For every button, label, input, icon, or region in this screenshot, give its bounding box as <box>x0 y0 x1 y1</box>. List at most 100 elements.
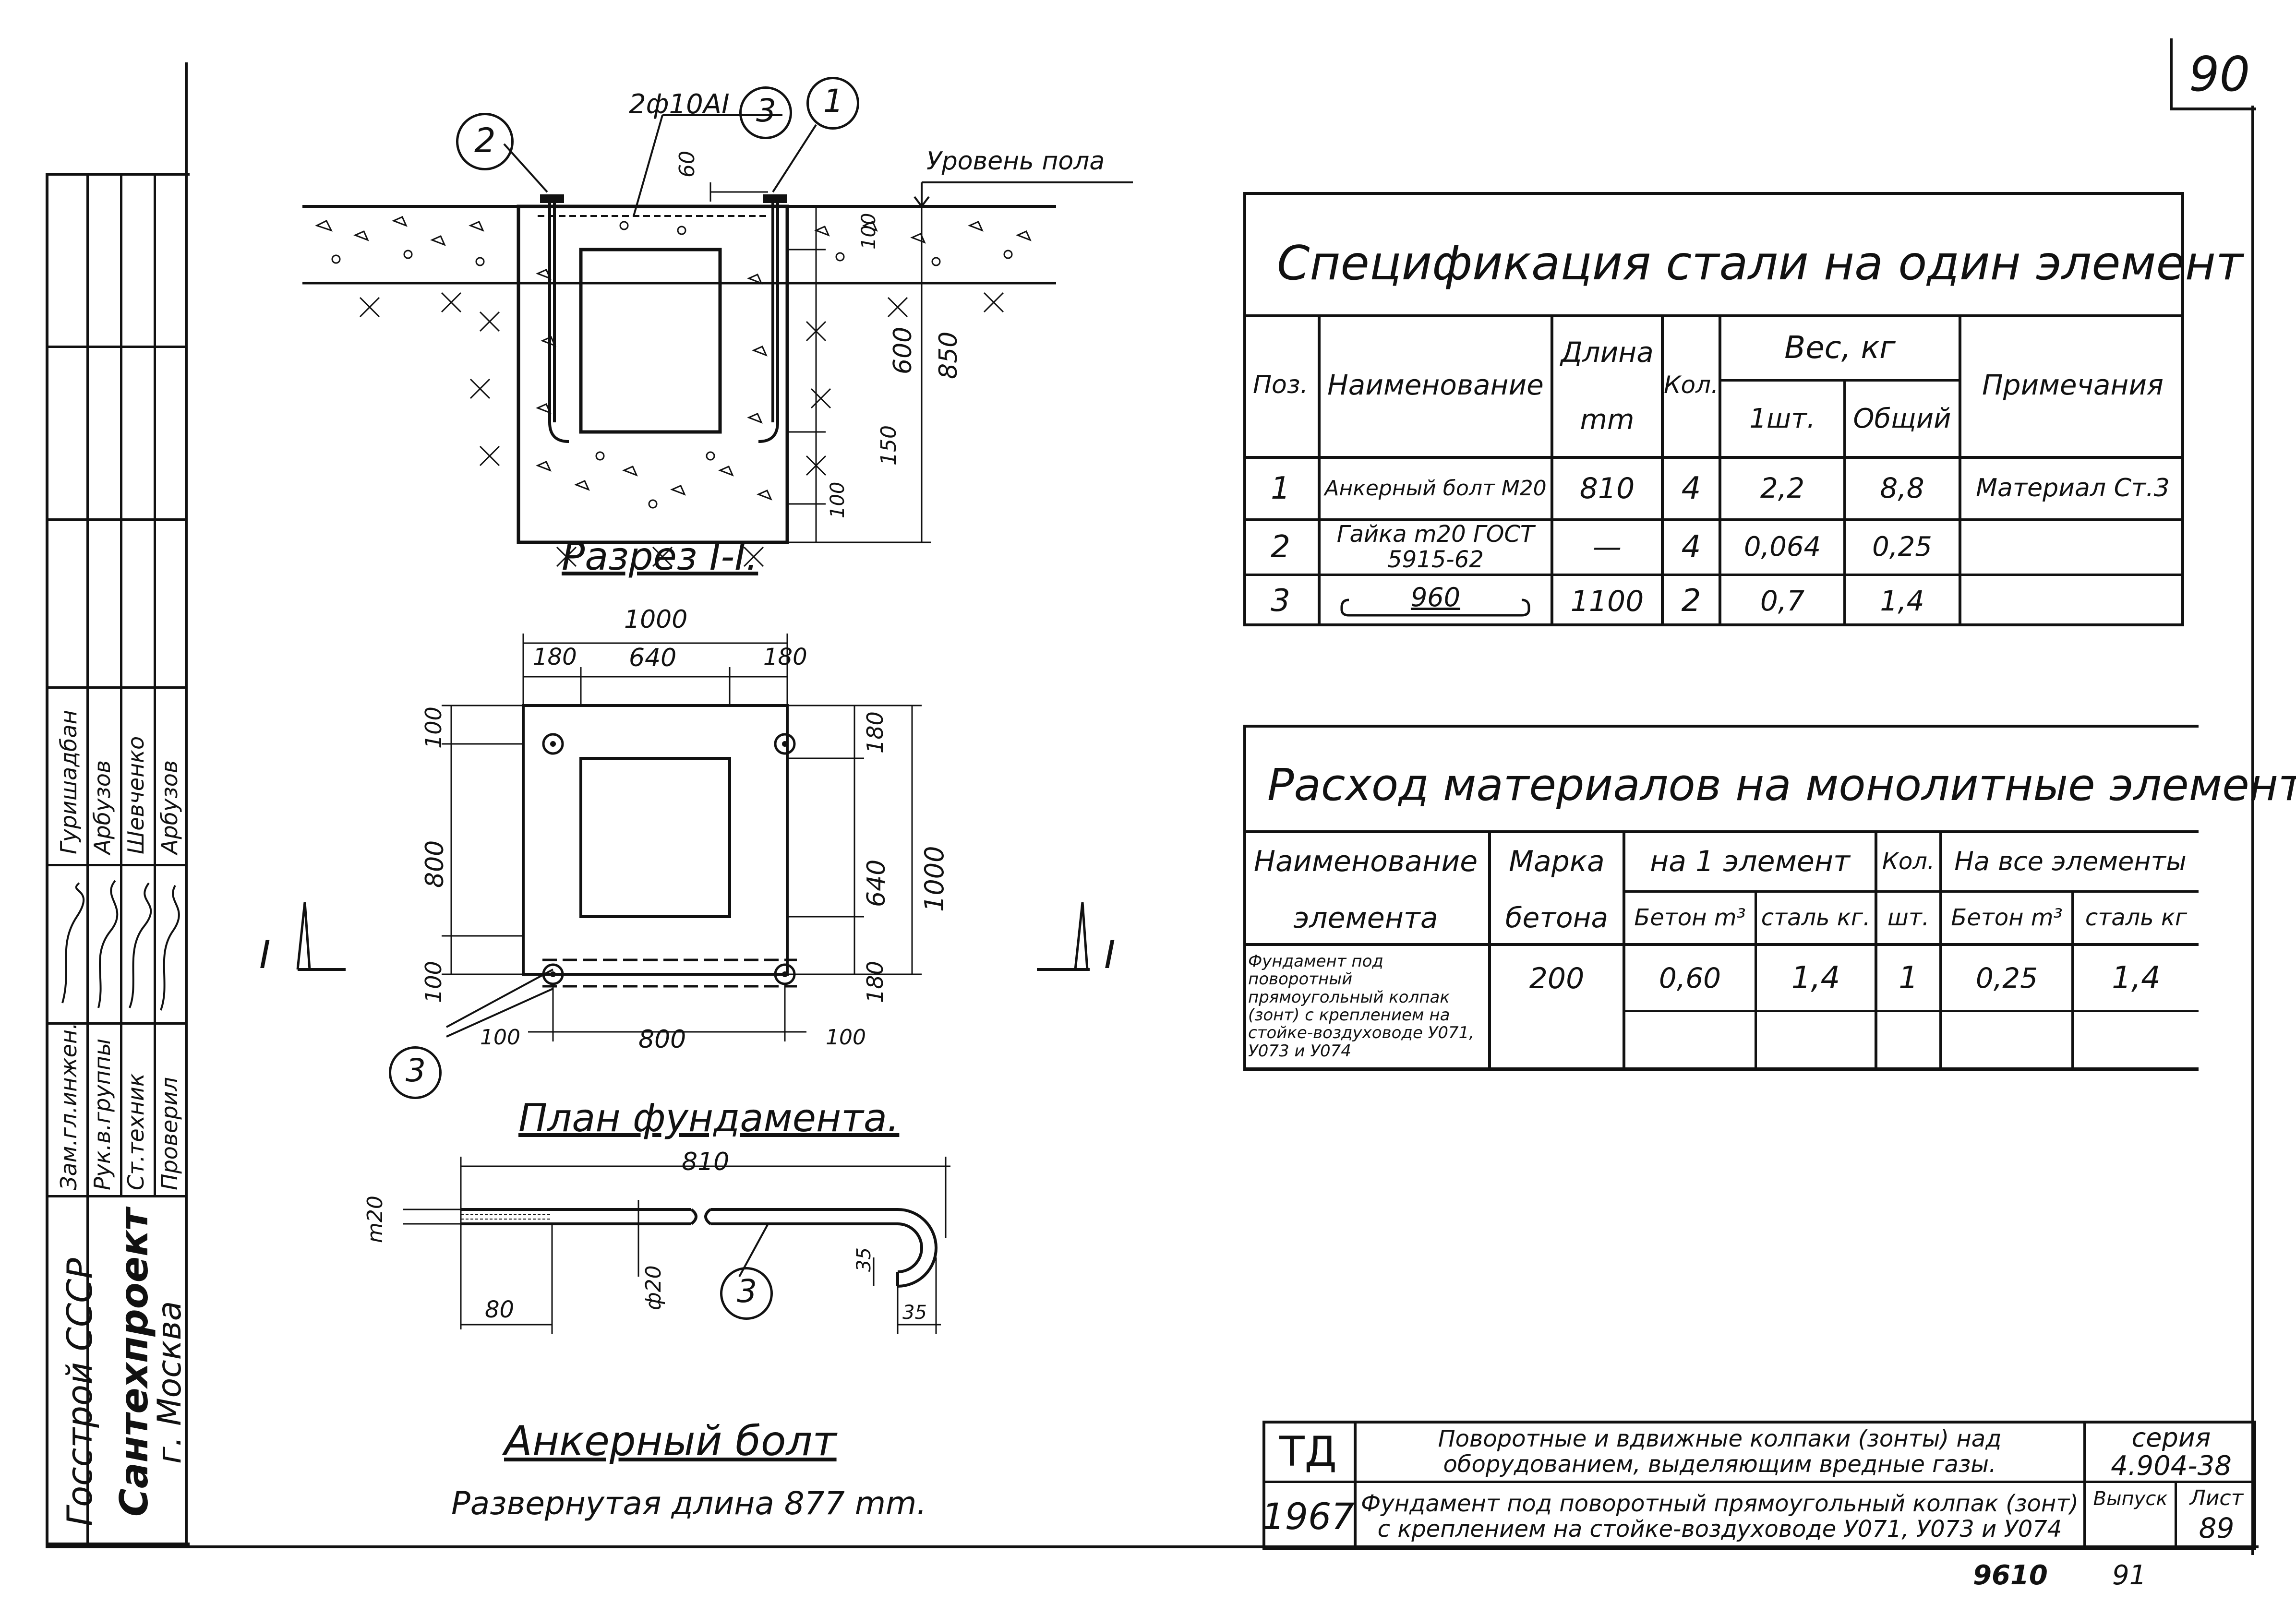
bolt-dim-total: 810 <box>682 1148 730 1176</box>
spec-table <box>1243 192 2184 626</box>
left-stamp <box>46 173 190 1545</box>
stamp-org: Сантехпроект <box>112 1208 156 1517</box>
spec-r1-length: 810 <box>1579 472 1635 505</box>
rebar-label: 2ф10АI <box>629 89 730 120</box>
stamp-role: Проверил <box>156 1077 182 1190</box>
mat-r-steel: 1,4 <box>1791 960 1840 996</box>
spec-title: Спецификация стали на один элемент <box>1277 236 2243 291</box>
stamp-col-line-2 <box>120 173 122 1195</box>
mat-vline <box>1488 830 1491 1070</box>
bottom-frame-line <box>46 1545 2259 1548</box>
tb-hline <box>1262 1481 2256 1483</box>
spec-line <box>1243 314 2184 317</box>
plan-dim-overall-h: 1000 <box>919 846 950 912</box>
plan-dim-overall-w: 1000 <box>624 605 688 634</box>
spec-r2-length: — <box>1593 530 1622 564</box>
plan-dim-edge-l: 180 <box>533 644 577 670</box>
stamp-row-line <box>46 346 185 348</box>
tb-vline <box>2175 1483 2177 1550</box>
section-mark-right: I <box>1104 933 1116 977</box>
mat-vline <box>1755 890 1757 1070</box>
mat-h-all: На все элементы <box>1954 846 2187 877</box>
stamp-role: Зам.гл.инжен. <box>56 1022 82 1190</box>
spec-r3-length: 1100 <box>1570 584 1644 618</box>
spec-r3-name: 960 <box>1410 582 1461 613</box>
plan-title: План фундамента. <box>518 1096 900 1140</box>
spec-r3-w-total: 1,4 <box>1880 584 1924 617</box>
spec-vline <box>1719 314 1721 626</box>
tb-series-label: серия <box>2131 1424 2211 1451</box>
dim-150: 150 <box>877 425 901 466</box>
spec-r2-w-one: 0,064 <box>1743 531 1821 563</box>
spec-h-pos: Поз. <box>1252 370 1309 399</box>
floor-level-label: Уровень пола <box>926 147 1105 176</box>
callout-3-bolt-label: 3 <box>737 1273 757 1310</box>
mat-r-grade: 200 <box>1529 961 1585 995</box>
section-mark-left: I <box>259 933 271 977</box>
stamp-name: Арбузов <box>89 760 115 854</box>
plan-dim-left-bot: 100 <box>421 961 446 1003</box>
mat-h-grade2: бетона <box>1505 901 1609 934</box>
spec-line <box>1243 518 2184 521</box>
spec-line <box>1243 456 2184 459</box>
mat-line <box>1623 890 2199 893</box>
tb-line2: Фундамент под поворотный прямоугольный к… <box>1361 1490 2079 1543</box>
mat-vline <box>2071 890 2074 1070</box>
plan-dim-left-top: 100 <box>421 706 446 749</box>
spec-h-weight: Вес, кг <box>1784 330 1896 366</box>
stamp-row-line <box>46 686 185 689</box>
tb-issue-label: Выпуск <box>2093 1487 2168 1510</box>
bolt-title: Анкерный болт <box>504 1417 837 1465</box>
mat-vline <box>1875 830 1877 1070</box>
plan-dim-edge-r: 180 <box>763 644 807 670</box>
spec-h-w-one: 1шт. <box>1749 403 1815 434</box>
bolt-dim-hook-h: 35 <box>853 1247 875 1272</box>
callout-1 <box>806 77 859 130</box>
bolt-dim-thread: m20 <box>363 1196 387 1243</box>
spec-h-name: Наименование <box>1327 368 1544 401</box>
plan-dim-right-mid: 640 <box>862 859 891 907</box>
spec-r2-w-total: 0,25 <box>1872 531 1932 563</box>
spec-h-w-total: Общий <box>1853 403 1951 434</box>
plan-drawing <box>442 634 922 1041</box>
mat-r-qty: 1 <box>1899 960 1918 996</box>
dim-60: 60 <box>675 151 699 178</box>
plan-dim-bottom-r: 100 <box>826 1025 866 1050</box>
callout-3-plan <box>389 1046 442 1099</box>
spec-line <box>1719 379 1959 382</box>
bolt-dim-tail: 80 <box>485 1296 515 1323</box>
mat-vline <box>1623 830 1625 1070</box>
spec-h-qty: Кол. <box>1664 371 1719 399</box>
spec-r2-notes <box>1961 521 2184 574</box>
tb-line1: Поворотные и вдвижные колпаки (зонты) на… <box>1438 1425 2002 1478</box>
signatures <box>61 880 180 1011</box>
spec-r1-w-one: 2,2 <box>1760 472 1805 505</box>
plan-dim-right-bot: 180 <box>862 961 888 1003</box>
spec-h-length: Длина <box>1561 336 1654 369</box>
stamp-role: Рук.в.группы <box>89 1038 115 1190</box>
stamp-name: Арбузов <box>156 760 182 854</box>
tb-sheet-label: Лист <box>2189 1486 2244 1511</box>
material-title: Расход материалов на монолитные элементы <box>1267 759 2296 811</box>
tb-vline <box>1354 1421 1357 1550</box>
stamp-role: Ст.техник <box>123 1073 149 1190</box>
spec-r1-qty: 4 <box>1681 470 1701 506</box>
callout-3 <box>739 86 792 139</box>
stamp-col-line-1 <box>86 173 89 1545</box>
right-border-line <box>2251 106 2254 1555</box>
sheet-number-box <box>2170 38 2256 110</box>
plan-dim-bottom-mid: 800 <box>638 1025 686 1054</box>
callout-2 <box>456 113 514 170</box>
bolt-length: Развернутая длина 877 mm. <box>451 1485 927 1522</box>
stamp-row-line <box>46 518 185 521</box>
bolt-drawing <box>403 1157 950 1334</box>
footer-code: 9610 <box>1973 1560 2048 1591</box>
callout-3-bolt <box>720 1267 773 1320</box>
callout-2-label: 2 <box>474 121 496 160</box>
callout-1-label: 1 <box>823 83 843 120</box>
callout-3-label: 3 <box>756 92 776 129</box>
spec-h-notes: Примечания <box>1982 368 2164 401</box>
stamp-name: Шевченко <box>123 736 149 854</box>
title-block <box>1262 1421 2256 1550</box>
spec-vline <box>1318 314 1321 626</box>
